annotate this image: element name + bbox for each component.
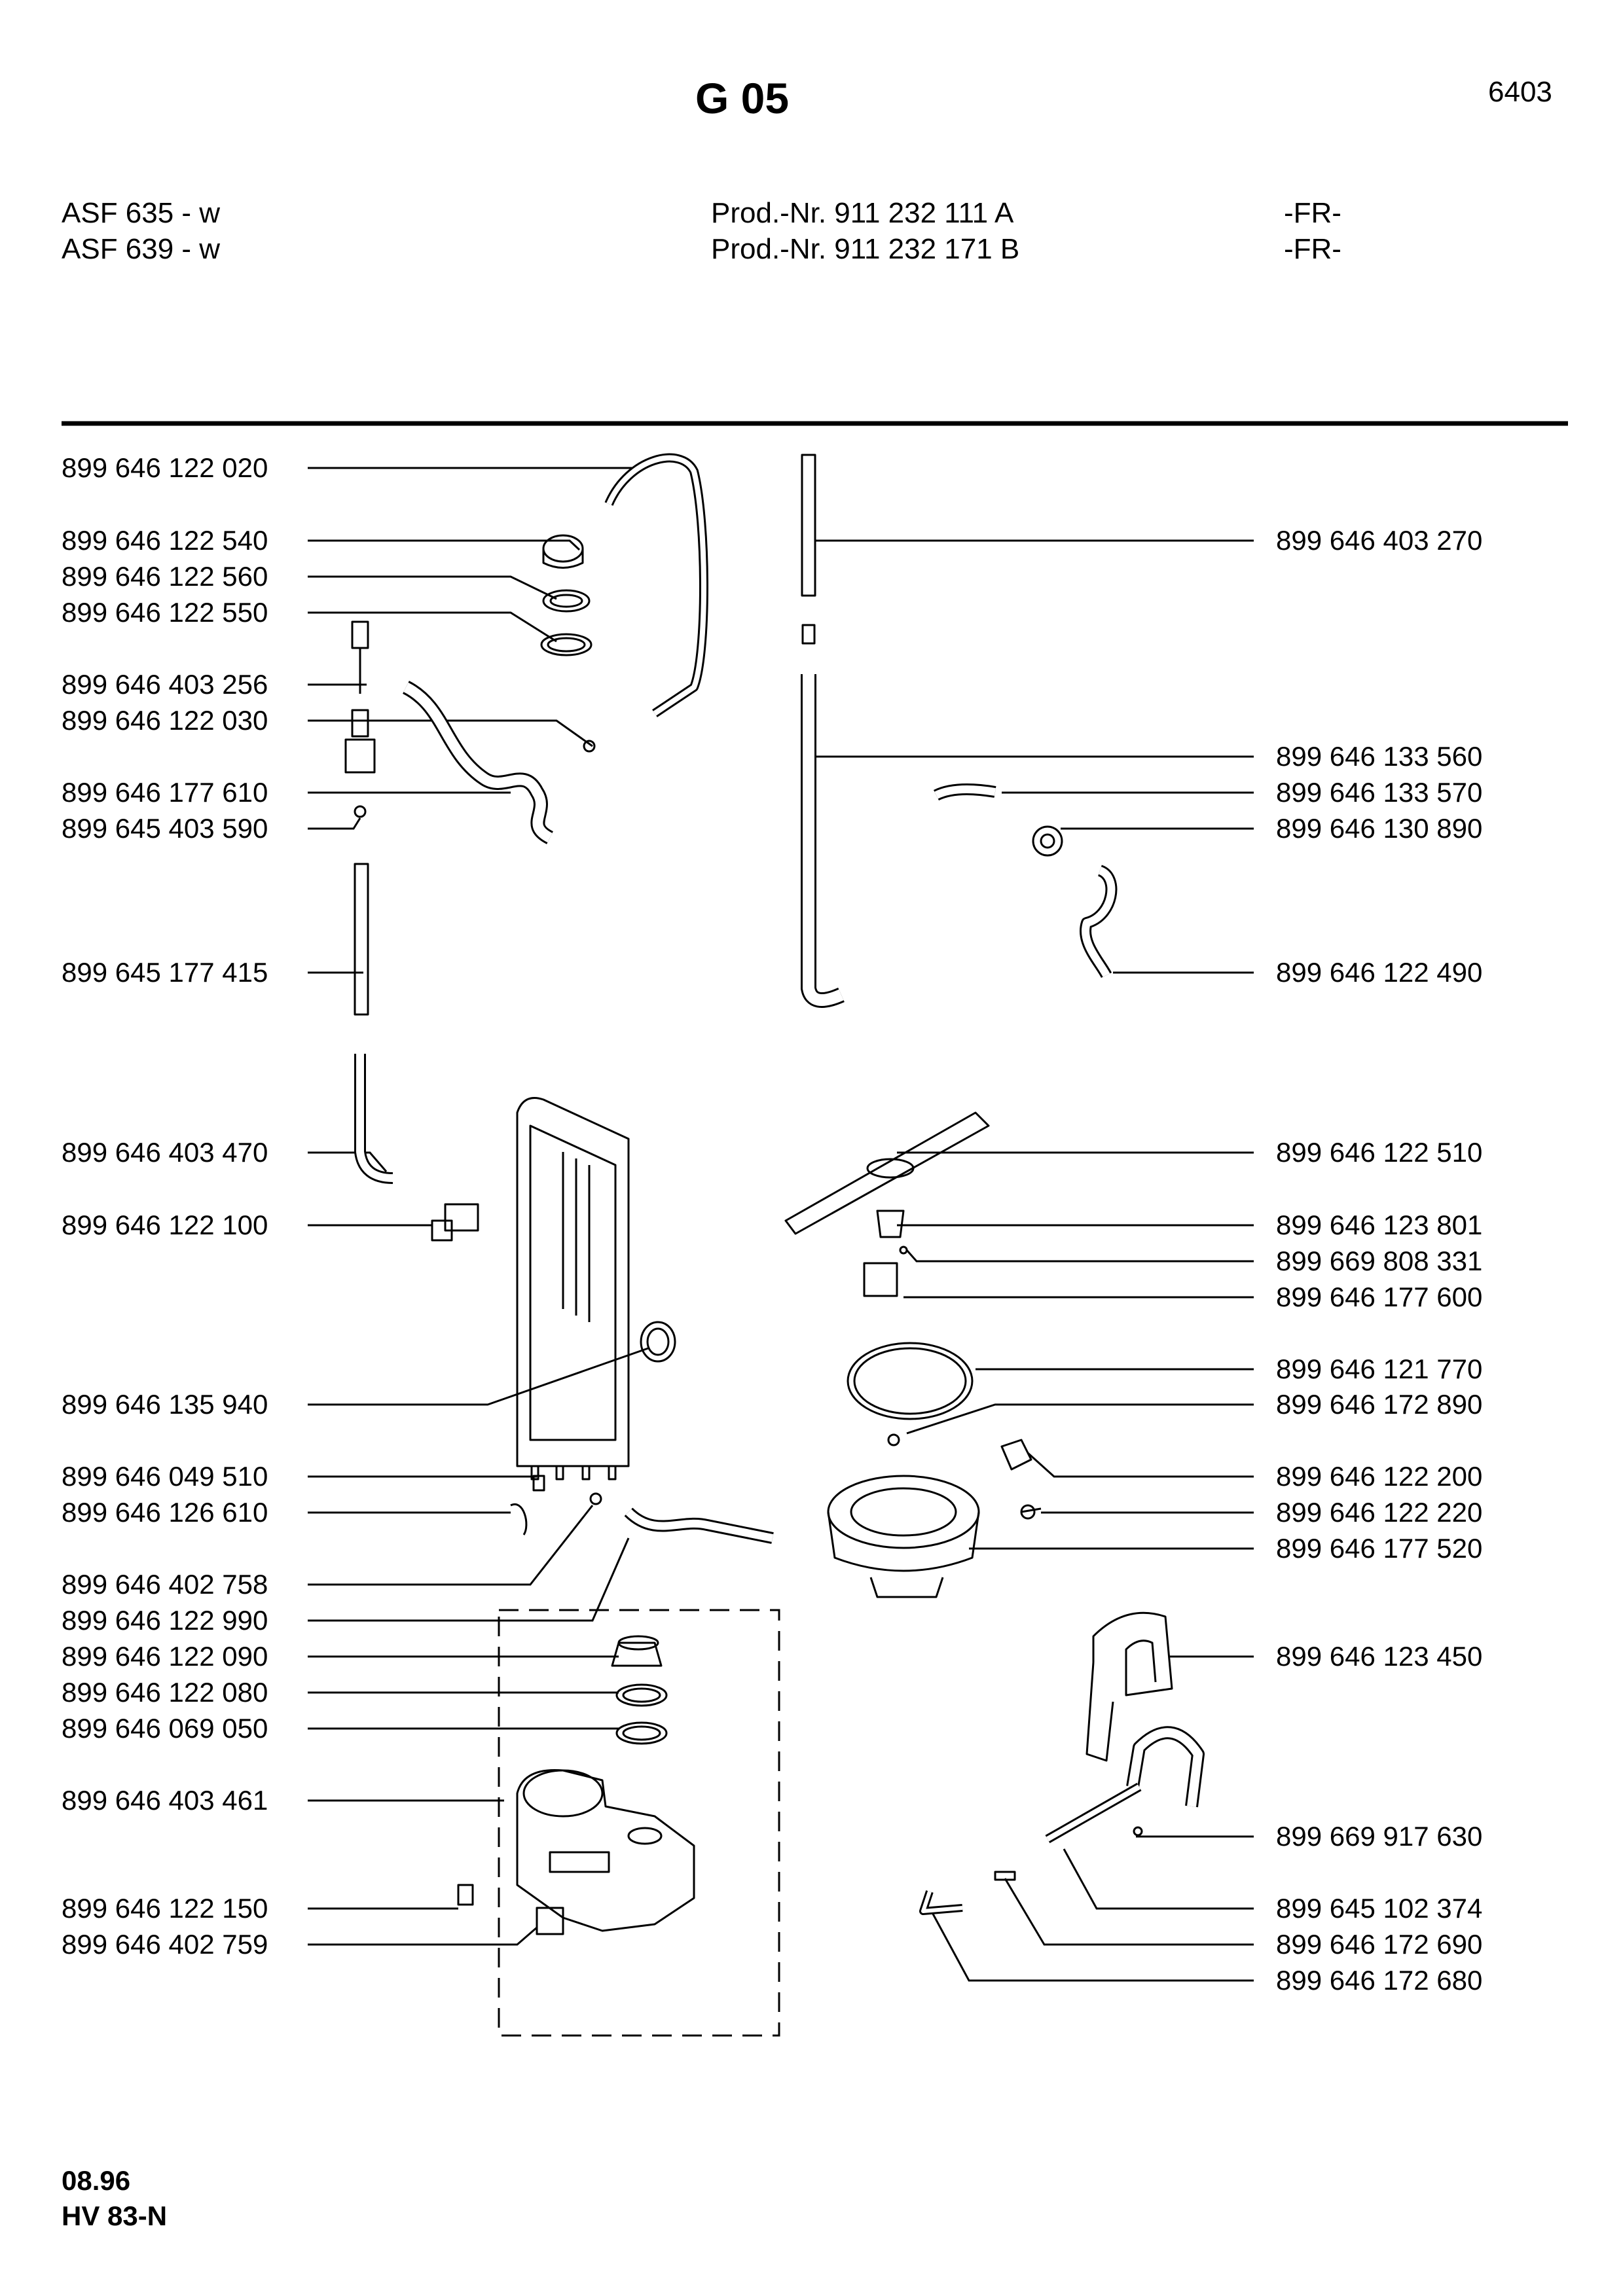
part-number: 899 646 122 220 bbox=[1276, 1497, 1483, 1528]
part-number: 899 646 122 150 bbox=[62, 1893, 268, 1924]
prod-number-2: Prod.-Nr. 911 232 171 B bbox=[711, 233, 1020, 265]
model-1: ASF 635 - w bbox=[62, 197, 221, 229]
part-number: 899 646 122 090 bbox=[62, 1641, 268, 1672]
part-number: 899 646 122 490 bbox=[1276, 957, 1483, 988]
part-number: 899 646 403 270 bbox=[1276, 525, 1483, 556]
part-number: 899 646 122 990 bbox=[62, 1605, 268, 1636]
part-number: 899 646 130 890 bbox=[1276, 813, 1483, 844]
part-number: 899 645 102 374 bbox=[1276, 1893, 1483, 1924]
part-number: 899 646 402 758 bbox=[62, 1569, 268, 1600]
part-number: 899 646 122 560 bbox=[62, 561, 268, 592]
part-number: 899 646 133 560 bbox=[1276, 741, 1483, 772]
page-title: G 05 bbox=[695, 74, 790, 122]
part-number: 899 669 917 630 bbox=[1276, 1821, 1483, 1852]
prod-number-1: Prod.-Nr. 911 232 111 A bbox=[711, 197, 1014, 229]
part-number: 899 646 122 550 bbox=[62, 597, 268, 628]
part-number: 899 646 121 770 bbox=[1276, 1354, 1483, 1384]
footer-date: 08.96 bbox=[62, 2165, 131, 2196]
part-number: 899 646 122 510 bbox=[1276, 1137, 1483, 1168]
country-2: -FR- bbox=[1284, 233, 1341, 265]
page-number: 6403 bbox=[1488, 76, 1552, 108]
part-number: 899 646 172 690 bbox=[1276, 1929, 1483, 1960]
part-number: 899 646 126 610 bbox=[62, 1497, 268, 1528]
part-number: 899 645 177 415 bbox=[62, 957, 268, 988]
part-number: 899 646 122 030 bbox=[62, 705, 268, 736]
footer-code: HV 83-N bbox=[62, 2200, 168, 2231]
part-number: 899 669 808 331 bbox=[1276, 1246, 1483, 1276]
part-number: 899 646 403 256 bbox=[62, 669, 268, 700]
part-number: 899 646 403 470 bbox=[62, 1137, 268, 1168]
part-number: 899 646 123 450 bbox=[1276, 1641, 1483, 1672]
part-number: 899 646 172 680 bbox=[1276, 1965, 1483, 1996]
dashed-assembly-box bbox=[498, 1609, 780, 2037]
part-number: 899 646 177 520 bbox=[1276, 1533, 1483, 1564]
part-number: 899 646 122 540 bbox=[62, 525, 268, 556]
part-number: 899 646 049 510 bbox=[62, 1461, 268, 1492]
part-number: 899 646 122 020 bbox=[62, 452, 268, 483]
part-number: 899 646 122 200 bbox=[1276, 1461, 1483, 1492]
part-number: 899 646 069 050 bbox=[62, 1713, 268, 1744]
part-number: 899 646 403 461 bbox=[62, 1785, 268, 1816]
part-number: 899 646 133 570 bbox=[1276, 777, 1483, 808]
model-2: ASF 639 - w bbox=[62, 233, 221, 265]
part-number: 899 646 123 801 bbox=[1276, 1210, 1483, 1240]
part-number: 899 646 177 610 bbox=[62, 777, 268, 808]
part-number: 899 645 403 590 bbox=[62, 813, 268, 844]
country-1: -FR- bbox=[1284, 197, 1341, 229]
part-number: 899 646 135 940 bbox=[62, 1389, 268, 1420]
leader-lines bbox=[308, 467, 1254, 1982]
part-number: 899 646 402 759 bbox=[62, 1929, 268, 1960]
part-drawings bbox=[344, 453, 1205, 1935]
part-number: 899 646 177 600 bbox=[1276, 1282, 1483, 1312]
part-number: 899 646 122 100 bbox=[62, 1210, 268, 1240]
part-number: 899 646 122 080 bbox=[62, 1677, 268, 1708]
part-number: 899 646 172 890 bbox=[1276, 1389, 1483, 1420]
